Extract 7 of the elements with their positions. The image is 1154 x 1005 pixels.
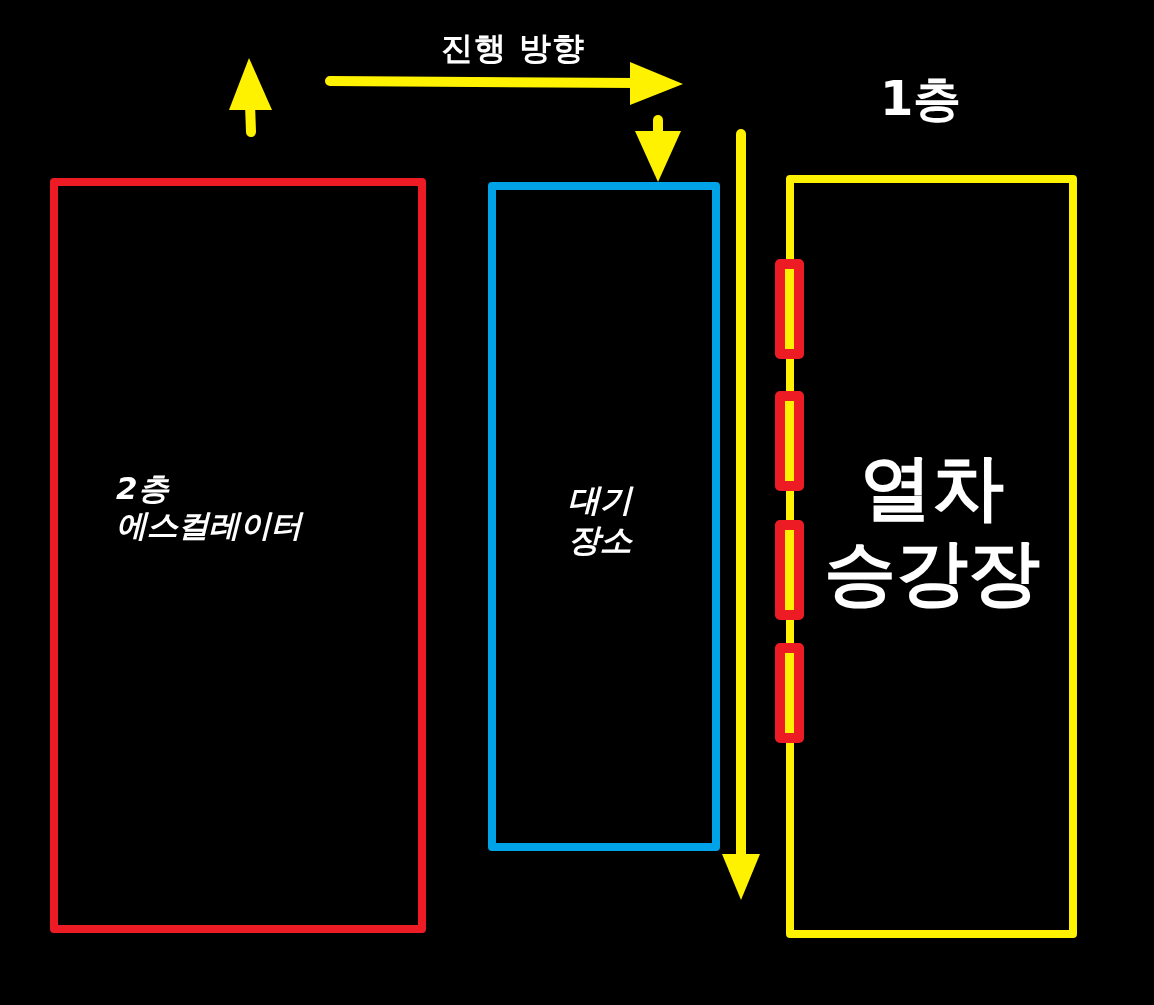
waiting-area [488, 182, 720, 851]
platform-label: 열차 승강장 [823, 445, 1040, 615]
direction-label: 진행 방향 [441, 29, 586, 67]
area-label: 대기 장소 [568, 480, 632, 560]
escalator-area [50, 178, 426, 933]
area-label: 2층 에스컬레이터 [116, 470, 302, 544]
floor-label: 1층 [880, 71, 962, 125]
